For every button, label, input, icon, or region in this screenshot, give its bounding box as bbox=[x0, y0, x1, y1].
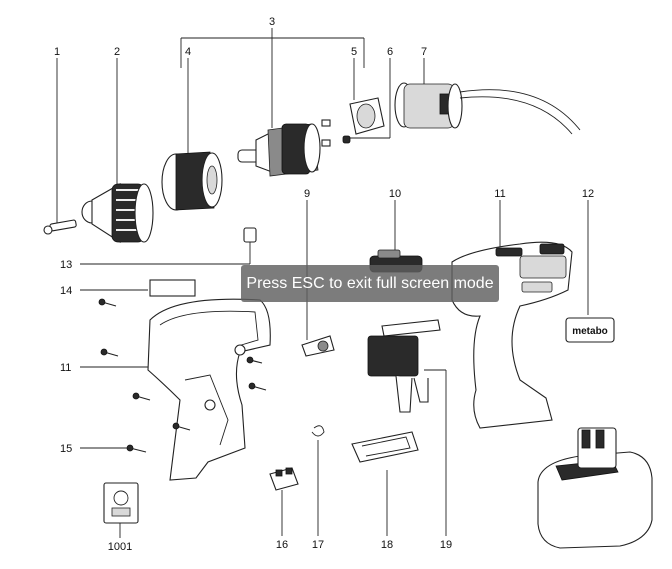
callout-13: 13 bbox=[60, 259, 72, 271]
housing-screws bbox=[98, 298, 267, 453]
callout-5: 5 bbox=[351, 46, 357, 58]
callout-19: 19 bbox=[440, 539, 452, 551]
part-12-brand-plate: metabo bbox=[565, 317, 615, 343]
battery-pack bbox=[537, 427, 653, 549]
part-19-switch bbox=[367, 319, 441, 413]
callout-3: 3 bbox=[269, 16, 275, 28]
callout-6: 6 bbox=[387, 46, 393, 58]
callout-numbers: 1 2 3 4 5 6 7 9 10 11 12 13 14 11 15 100… bbox=[54, 16, 594, 553]
part-18-bracket bbox=[351, 431, 419, 463]
part-13-clip bbox=[243, 227, 257, 243]
part-1001-document bbox=[103, 482, 139, 524]
part-1-screw bbox=[43, 219, 77, 235]
part-14-label bbox=[149, 279, 196, 297]
part-9-reversing-lever bbox=[301, 335, 335, 357]
callout-1001: 1001 bbox=[108, 541, 132, 553]
callout-12: 12 bbox=[582, 188, 594, 200]
callout-10: 10 bbox=[389, 188, 401, 200]
callout-15: 15 bbox=[60, 443, 72, 455]
part-16-terminal bbox=[269, 467, 299, 491]
callout-1: 1 bbox=[54, 46, 60, 58]
fullscreen-exit-notice: Press ESC to exit full screen mode bbox=[241, 265, 499, 302]
callout-18: 18 bbox=[381, 539, 393, 551]
part-4-sleeve bbox=[161, 151, 223, 211]
brand-plate-text: metabo bbox=[572, 326, 608, 337]
callout-7: 7 bbox=[421, 46, 427, 58]
callout-14: 14 bbox=[60, 285, 72, 297]
callout-11-right: 11 bbox=[494, 188, 505, 200]
callout-4: 4 bbox=[185, 46, 191, 58]
callout-2: 2 bbox=[114, 46, 120, 58]
callout-16: 16 bbox=[276, 539, 288, 551]
part-3-gearbox bbox=[237, 119, 331, 177]
part-7-motor bbox=[394, 82, 581, 135]
callout-11-left: 11 bbox=[60, 362, 71, 374]
part-11-housing-left bbox=[147, 298, 271, 481]
part-5-motor-plate bbox=[342, 97, 385, 144]
callout-17: 17 bbox=[312, 539, 324, 551]
part-17-spring bbox=[311, 425, 325, 437]
part-2-keyless-chuck bbox=[81, 183, 154, 244]
callout-9: 9 bbox=[304, 188, 310, 200]
